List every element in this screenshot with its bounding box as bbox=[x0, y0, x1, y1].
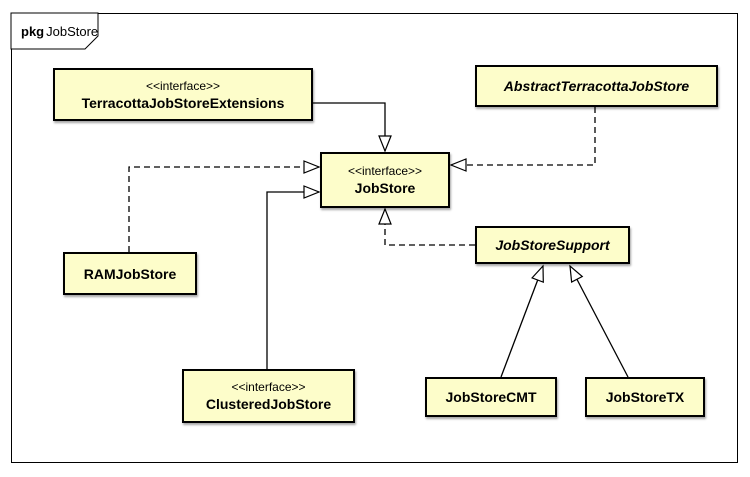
class-name: TerracottaJobStoreExtensions bbox=[81, 94, 285, 111]
class-box-ramjobstore: RAMJobStore bbox=[63, 252, 197, 295]
class-box-terracottajobstoreextensions: <<interface>> TerracottaJobStoreExtensio… bbox=[53, 68, 313, 121]
class-box-jobstore: <<interface>> JobStore bbox=[320, 152, 450, 208]
class-name: RAMJobStore bbox=[83, 265, 177, 282]
edge-clusteredjobstore-generalizes-jobstore bbox=[266, 185, 321, 369]
class-name: JobStore bbox=[354, 180, 416, 196]
package-name: JobStore bbox=[46, 24, 99, 39]
class-box-jobstoresupport: JobStoreSupport bbox=[475, 226, 630, 264]
class-name: JobStoreSupport bbox=[495, 237, 610, 253]
class-box-abstractterracottajobstore: AbstractTerracottaJobStore bbox=[475, 65, 718, 107]
class-name: ClusteredJobStore bbox=[205, 396, 332, 412]
class-box-jobstorecmt: JobStoreCMT bbox=[425, 377, 557, 417]
class-box-jobstoretx: JobStoreTX bbox=[585, 377, 705, 417]
package-keyword: pkg bbox=[21, 24, 45, 39]
class-name: JobStoreTX bbox=[605, 389, 685, 405]
stereotype-label: <<interface>> bbox=[347, 164, 423, 178]
edge-jobstorecmt-generalizes-jobstoresupport bbox=[500, 264, 544, 378]
stereotype-label: <<interface>> bbox=[231, 380, 306, 394]
edge-jobstoresupport-realizes-jobstore bbox=[378, 207, 475, 246]
class-name: JobStoreCMT bbox=[445, 389, 537, 405]
edge-terracottaextensions-generalizes-jobstore bbox=[313, 102, 392, 153]
package-tab-shape bbox=[10, 12, 99, 50]
edge-ramjobstore-realizes-jobstore bbox=[128, 160, 321, 252]
class-name: AbstractTerracottaJobStore bbox=[503, 78, 690, 94]
edge-abstractterracotta-realizes-jobstore bbox=[449, 107, 596, 172]
edge-jobstoretx-generalizes-jobstoresupport bbox=[569, 264, 629, 378]
stereotype-label: <<interface>> bbox=[145, 78, 221, 93]
class-box-clusteredjobstore: <<interface>> ClusteredJobStore bbox=[182, 369, 355, 423]
